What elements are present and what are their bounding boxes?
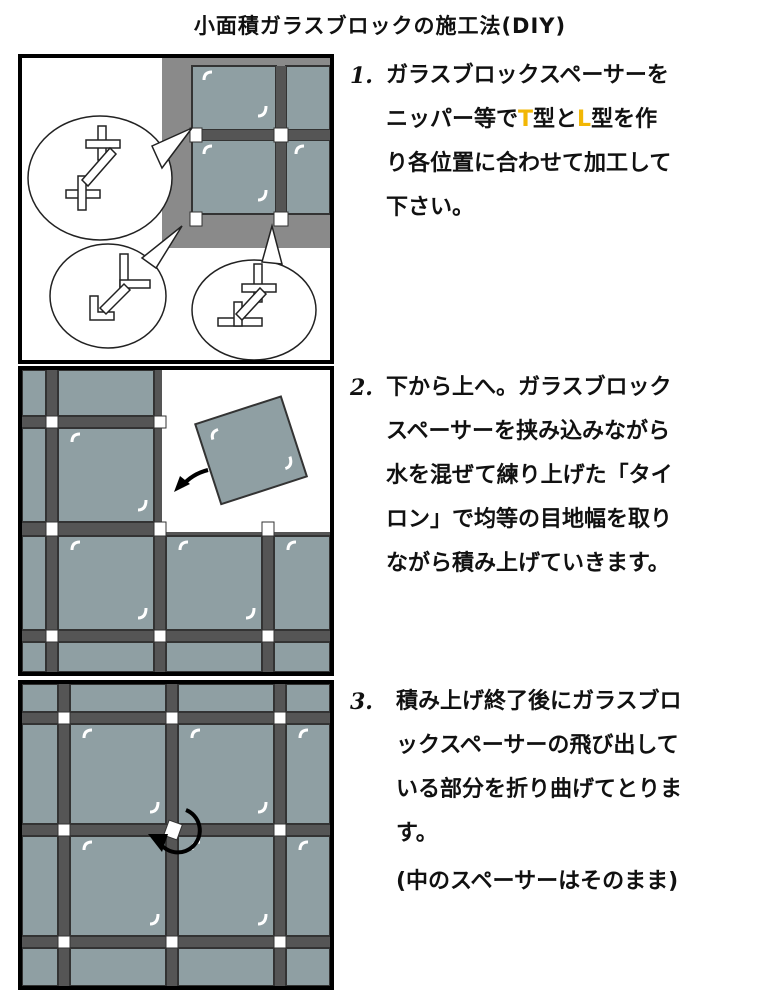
step3-instruction: 3. 積み上げ終了後にガラスブロ ックスペーサーの飛び出して いる部分を折り曲げ…	[350, 680, 740, 904]
step-number: 2.	[350, 375, 373, 401]
spacer-cutting-diagram	[27, 58, 330, 360]
step2-instruction: 2. 下から上へ。ガラスブロック スペーサーを挟み込みながら 水を混ぜて練り上げ…	[350, 366, 740, 586]
l-type-highlight: L	[577, 107, 592, 132]
step2-illustration	[18, 366, 334, 676]
step1-instruction: 1. ガラスブロックスペーサーを ニッパー等でT型とL型を作 り各位置に合わせて…	[350, 54, 740, 230]
step1-illustration	[18, 54, 334, 364]
step1-text-mid: 型と	[533, 107, 578, 132]
step3-note: (中のスペーサーはそのまま)	[396, 869, 679, 894]
step-number: 1.	[350, 63, 373, 89]
step2-text: 下から上へ。ガラスブロック スペーサーを挟み込みながら 水を混ぜて練り上げた「タ…	[386, 375, 673, 576]
step3-text: 積み上げ終了後にガラスブロ ックスペーサーの飛び出して いる部分を折り曲げてとり…	[396, 689, 683, 846]
step-number: 3.	[350, 689, 373, 715]
step1-text-after: 型を作 り各位置に合わせて加工して 下さい。	[386, 107, 672, 220]
spacer-bending-diagram	[22, 684, 330, 986]
step1-text-before: ガラスブロックスペーサーを ニッパー等で	[386, 63, 669, 132]
step3-illustration	[18, 680, 334, 990]
page-title: 小面積ガラスブロックの施工法(DIY)	[193, 14, 567, 38]
t-type-highlight: T	[518, 107, 534, 132]
block-stacking-diagram	[22, 370, 330, 672]
